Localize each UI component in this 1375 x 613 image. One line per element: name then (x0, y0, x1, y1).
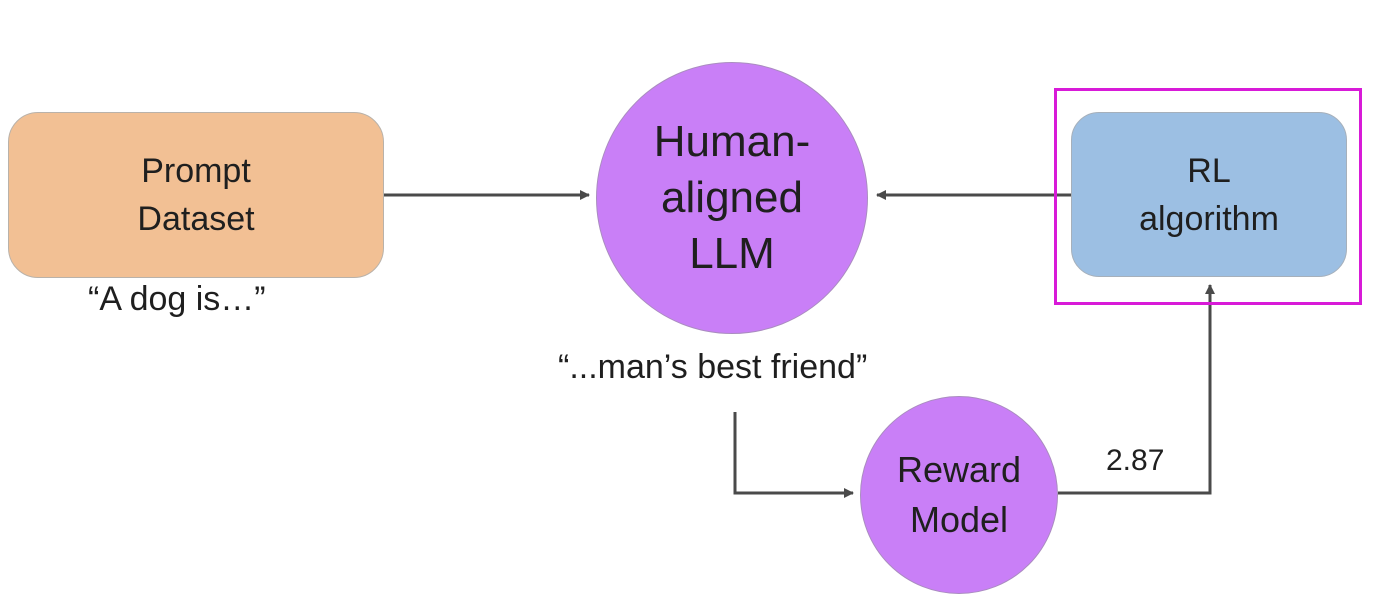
llm-label-line1: Human- (653, 117, 811, 166)
arrow-reward-to-rl (1058, 284, 1215, 495)
prompt-dataset-box: Prompt Dataset (8, 112, 384, 278)
rl-algorithm-highlight-frame (1054, 88, 1362, 305)
arrow-llm-to-reward (733, 412, 854, 498)
rl-algorithm-box: RL algorithm (1071, 112, 1347, 277)
llm-label-line3: LLM (689, 229, 775, 278)
completion-example-caption: “...man’s best friend” (558, 348, 868, 386)
reward-model-circle: Reward Model (860, 396, 1058, 594)
reward-label-line1: Reward (896, 449, 1022, 490)
prompt-dataset-label-line2: Dataset (137, 200, 255, 238)
reward-score-label: 2.87 (1106, 444, 1165, 477)
prompt-example-caption: “A dog is…” (88, 280, 266, 318)
human-aligned-llm-circle: Human- aligned LLM (596, 62, 868, 334)
rl-label-line2: algorithm (1139, 199, 1279, 238)
reward-label-line2: Model (909, 499, 1009, 540)
rl-label-line1: RL (1187, 151, 1231, 190)
prompt-dataset-label-line1: Prompt (141, 152, 251, 190)
llm-label-line2: aligned (661, 173, 803, 222)
